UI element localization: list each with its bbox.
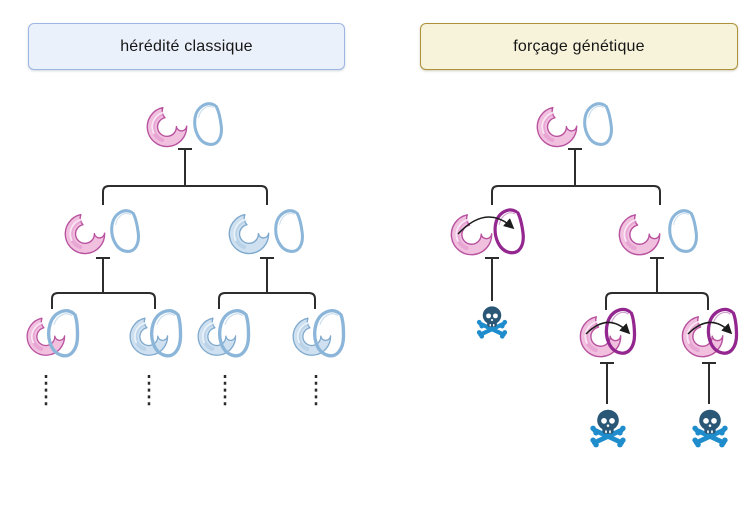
gene-conversion-arrow xyxy=(585,321,631,335)
pink-chromosome xyxy=(146,106,188,148)
gene-conversion-arrow xyxy=(687,321,733,335)
panel-title-genedrive: forçage génétique xyxy=(513,37,645,55)
pair-gen3-1 xyxy=(26,308,82,358)
blue-chromosome xyxy=(194,103,222,145)
panel-title-classical: hérédité classique xyxy=(120,37,253,55)
classical-tree xyxy=(26,103,348,406)
connector-gen2-right xyxy=(218,257,316,309)
pink-chromosome xyxy=(450,213,493,256)
blue-chromosome xyxy=(111,210,139,252)
pair-gen3-2 xyxy=(129,308,185,358)
death-connector-3 xyxy=(702,362,716,404)
blue-chromosome xyxy=(228,213,270,255)
pink-chromosome xyxy=(64,213,106,255)
pair-gen2-left-converted xyxy=(450,210,524,256)
skull-crossbones-icon xyxy=(590,410,625,448)
pair-gen2-right xyxy=(228,210,303,255)
gene-drive-chromosome xyxy=(495,210,524,253)
pink-chromosome xyxy=(536,106,578,148)
blue-chromosome xyxy=(197,317,237,357)
skull-crossbones-icon xyxy=(477,306,507,338)
pair-gen3-4 xyxy=(292,308,348,358)
blue-chromosome xyxy=(669,210,697,252)
skull-crossbones-icon xyxy=(692,410,727,448)
blue-chromosome xyxy=(584,103,612,145)
connector-gen1 xyxy=(102,148,268,205)
pair-gen1 xyxy=(146,103,222,148)
pink-chromosome xyxy=(618,213,661,256)
connector-gen2-right xyxy=(605,257,709,310)
generation-continues-dots xyxy=(44,375,318,406)
pair-gen3-3 xyxy=(197,308,253,358)
pink-chromosome xyxy=(26,317,66,357)
pair-gen2-left xyxy=(64,210,139,255)
pair-gen3-left-converted xyxy=(579,307,638,358)
gene-drive-tree xyxy=(450,103,740,448)
death-connector-1 xyxy=(485,257,499,301)
gene-conversion-arrow xyxy=(457,216,515,235)
blue-chromosome xyxy=(292,317,332,357)
blue-chromosome xyxy=(275,210,303,252)
connector-gen2-left xyxy=(51,257,156,309)
panel-title-genedrive-box: forçage génétique xyxy=(420,23,738,70)
connector-gen1 xyxy=(491,148,661,205)
pair-gen2-right xyxy=(618,210,697,256)
pair-gen1 xyxy=(536,103,612,148)
panel-title-classical-box: hérédité classique xyxy=(28,23,345,70)
blue-chromosome xyxy=(129,317,169,357)
pair-gen3-right-converted xyxy=(681,307,740,358)
death-connector-2 xyxy=(600,362,614,404)
